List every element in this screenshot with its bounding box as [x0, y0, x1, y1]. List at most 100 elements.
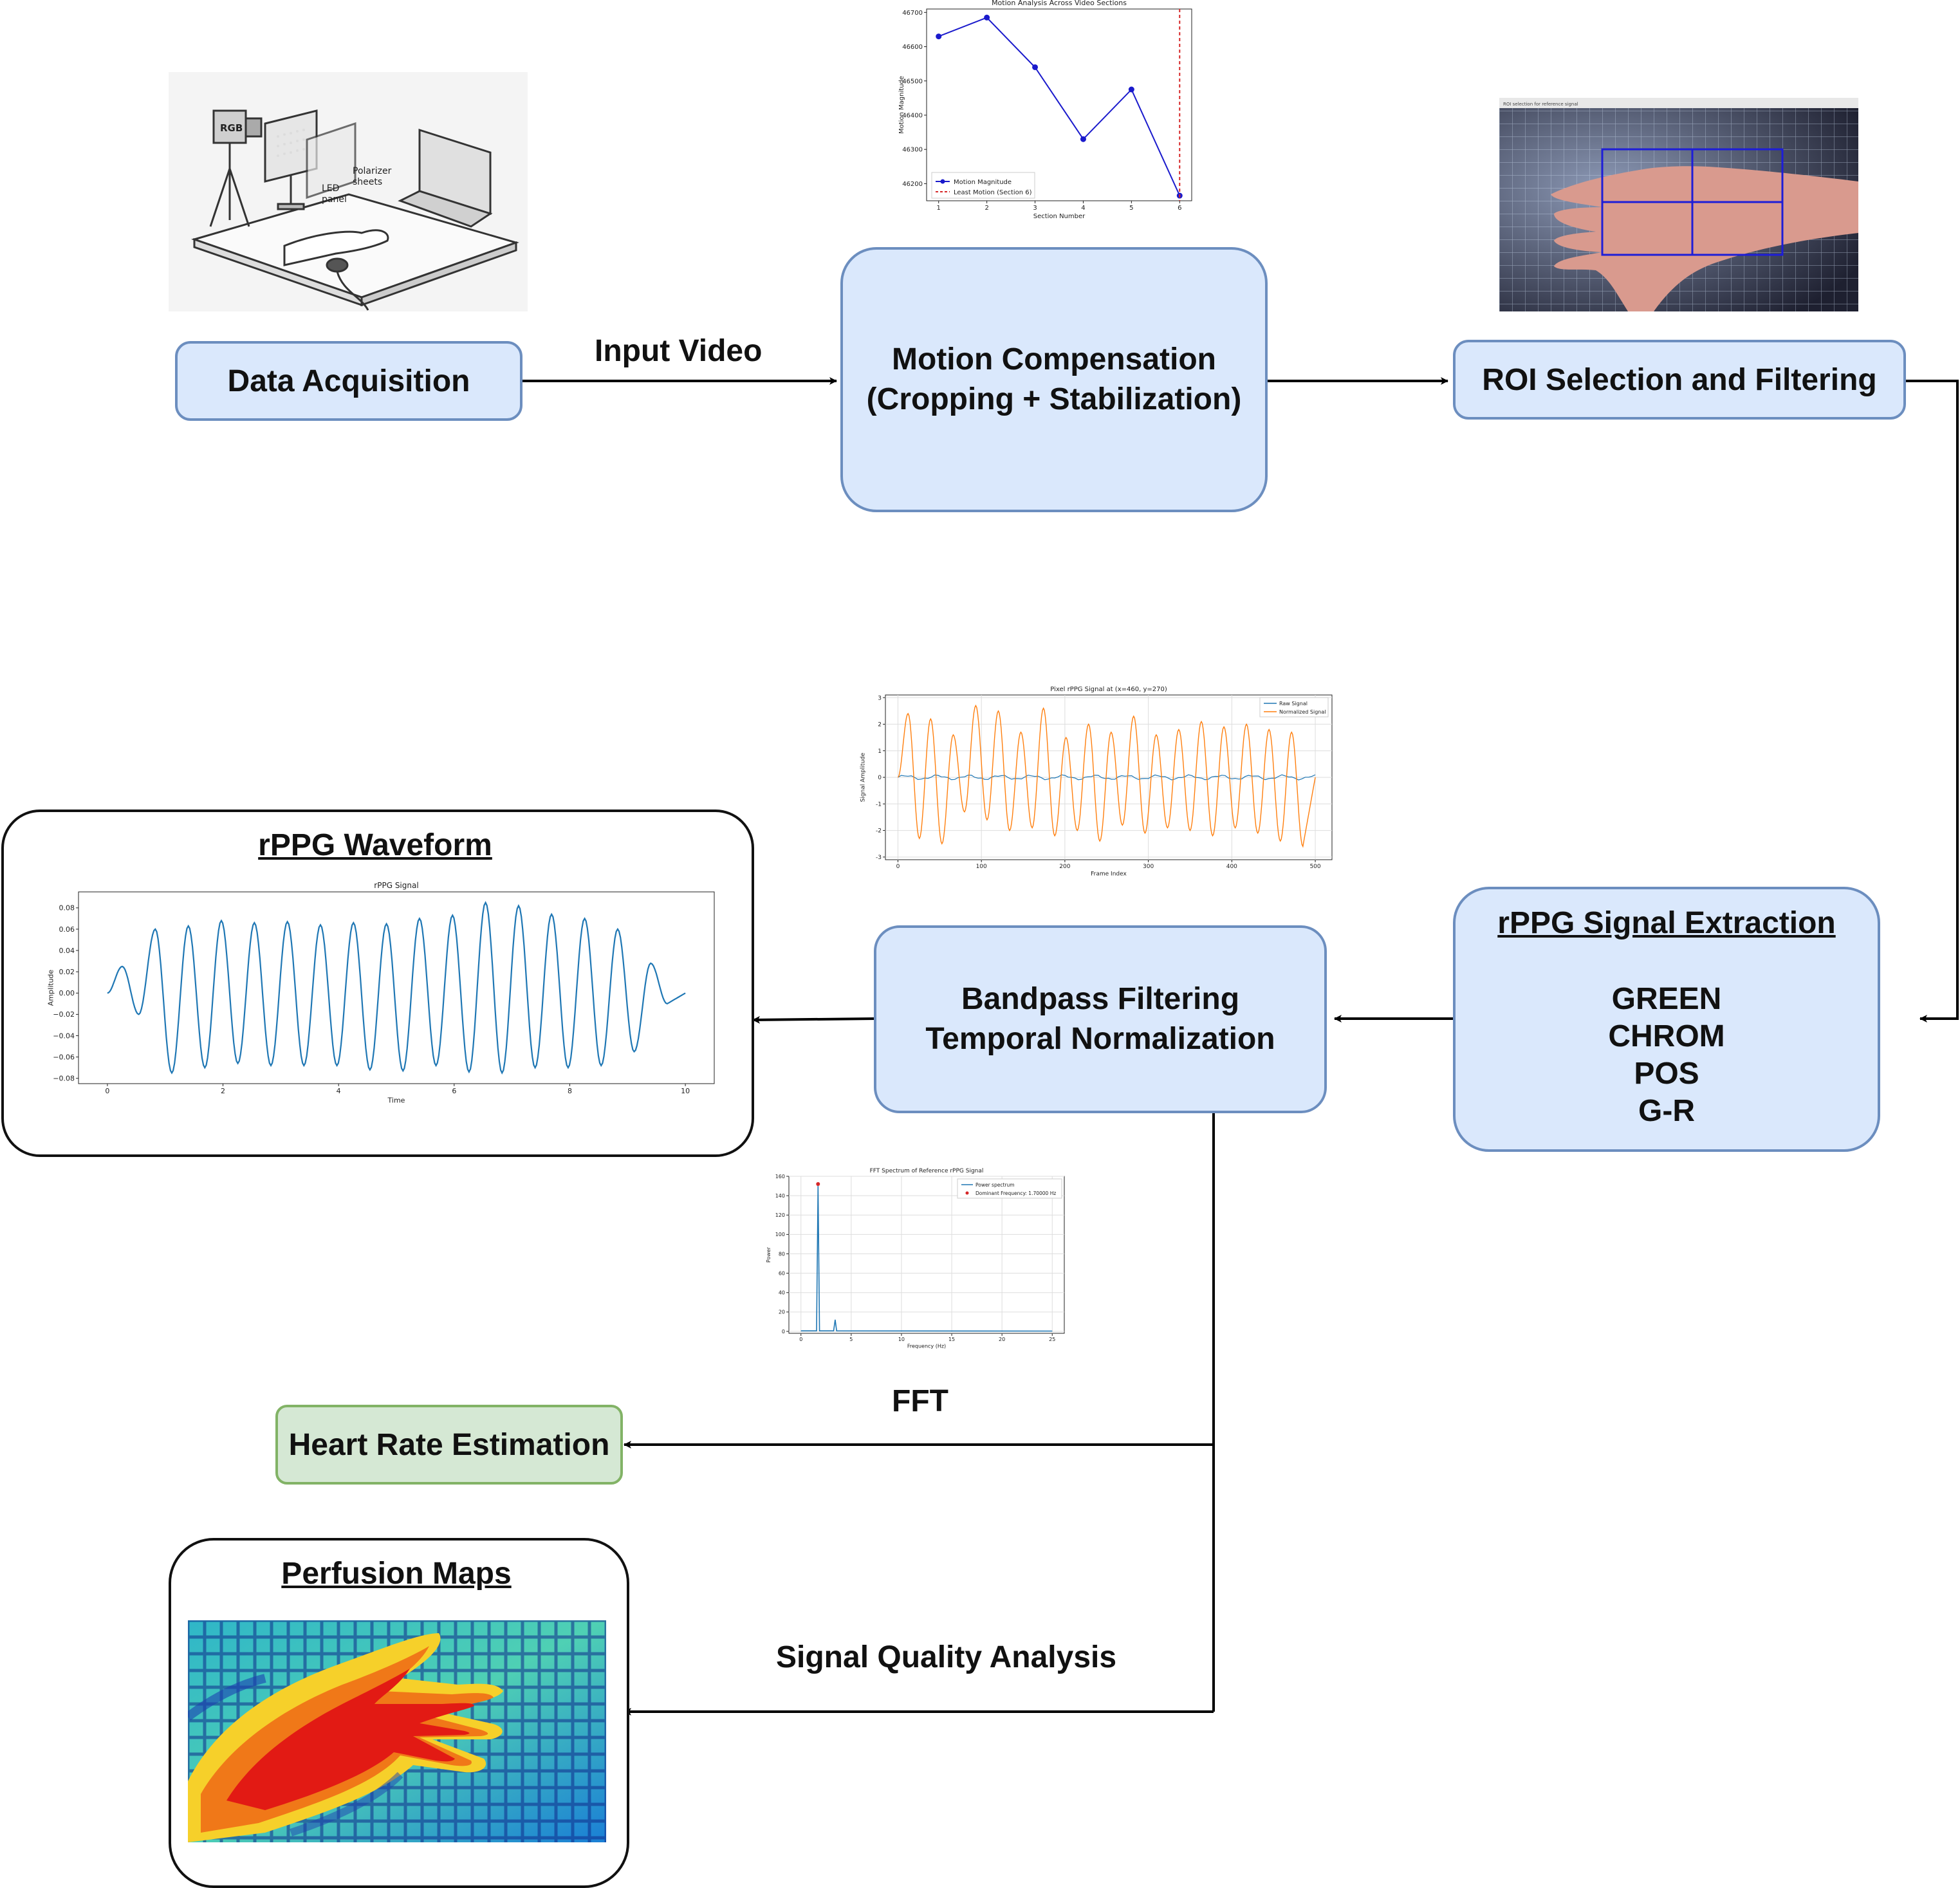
- plot-frame: [926, 8, 1192, 201]
- method-g-r: G-R: [1638, 1094, 1695, 1128]
- edge-label-fft: FFT: [892, 1384, 948, 1418]
- method-green: GREEN: [1611, 982, 1722, 1016]
- x-tick-label: 200: [1059, 864, 1070, 870]
- data-acquisition-node[interactable]: Data Acquisition: [175, 341, 522, 421]
- perfusion-title: Perfusion Maps: [281, 1557, 512, 1591]
- roi-photo: ROI selection for reference signal: [1499, 98, 1858, 311]
- y-tick-label: 1: [878, 748, 882, 755]
- x-tick-label: 10: [681, 1087, 690, 1095]
- bandpass-node[interactable]: Bandpass Filtering Temporal Normalizatio…: [874, 925, 1327, 1113]
- x-tick-label: 5: [1129, 205, 1133, 212]
- motion-point: [984, 14, 990, 21]
- chart-title: Motion Analysis Across Video Sections: [992, 0, 1127, 7]
- x-tick-label: 400: [1226, 864, 1237, 870]
- chart-title: FFT Spectrum of Reference rPPG Signal: [870, 1168, 984, 1174]
- y-tick-label: 0: [782, 1329, 785, 1335]
- y-tick-label: 46300: [902, 147, 923, 154]
- arrow-bandpass-to-waveform: [752, 1015, 876, 1024]
- edge-label-input-video: Input Video: [595, 334, 763, 368]
- y-tick-label: 0: [878, 775, 882, 781]
- y-tick-label: 60: [779, 1270, 785, 1276]
- legend-label-motion: Motion Magnitude: [954, 179, 1012, 186]
- normalized-signal-line: [897, 704, 1316, 848]
- y-tick-label: 0.08: [59, 904, 75, 912]
- x-axis-label: Frequency (Hz): [907, 1343, 946, 1349]
- y-tick-label: 160: [775, 1174, 785, 1180]
- x-tick-label: 0: [896, 864, 900, 870]
- x-tick-label: 3: [1033, 205, 1037, 212]
- x-tick-label: 4: [1081, 205, 1085, 212]
- motion-point: [1080, 136, 1086, 142]
- y-tick-label: −0.08: [53, 1075, 75, 1083]
- legend-box: [931, 172, 1035, 199]
- y-axis-label: Motion Magnitude: [898, 76, 905, 134]
- y-tick-label: 0.04: [59, 947, 75, 955]
- power-spectrum-line: [800, 1186, 1053, 1332]
- y-tick-label: −0.02: [53, 1010, 75, 1019]
- rppg-waveform-line: [107, 901, 686, 1075]
- legend-box: [957, 1178, 1062, 1199]
- x-tick-label: 4: [337, 1087, 341, 1095]
- x-tick-label: 300: [1143, 864, 1154, 870]
- plot-frame: [78, 891, 715, 1084]
- arrow-roi-to-extraction: [1906, 380, 1959, 1023]
- x-tick-label: 2: [985, 205, 988, 212]
- chart-title: Pixel rPPG Signal at (x=460, y=270): [1050, 686, 1167, 693]
- motion-line: [938, 17, 1181, 196]
- y-tick-label: 3: [878, 695, 882, 701]
- camera-label: RGB: [220, 122, 243, 134]
- y-axis-label: Power: [766, 1246, 772, 1263]
- edge-label-signal-quality: Signal Quality Analysis: [776, 1640, 1117, 1674]
- y-tick-label: 46600: [902, 44, 923, 51]
- y-tick-label: 80: [779, 1251, 785, 1257]
- chart-title: rPPG Signal: [374, 881, 418, 890]
- x-tick-label: 25: [1049, 1337, 1055, 1342]
- temporal-normalization-label: Temporal Normalization: [925, 1022, 1275, 1056]
- dominant-frequency-marker: [816, 1182, 820, 1187]
- y-tick-label: 46700: [902, 10, 923, 17]
- y-tick-label: 0.02: [59, 968, 75, 976]
- heart-rate-node[interactable]: Heart Rate Estimation: [275, 1405, 623, 1485]
- x-tick-label: 100: [976, 864, 987, 870]
- y-tick-label: 140: [775, 1193, 785, 1199]
- legend-swatch-marker: [940, 179, 945, 184]
- y-tick-label: 46500: [902, 78, 923, 85]
- motion-compensation-node[interactable]: Motion Compensation (Cropping + Stabiliz…: [840, 247, 1268, 512]
- y-tick-label: -1: [876, 801, 882, 808]
- plot-frame: [788, 1176, 1065, 1334]
- roi-selection-label: ROI Selection and Filtering: [1482, 362, 1877, 397]
- x-tick-label: 500: [1309, 864, 1320, 870]
- y-tick-label: 120: [775, 1212, 785, 1218]
- signal-extraction-node[interactable]: rPPG Signal Extraction GREEN CHROM POS G…: [1453, 887, 1880, 1152]
- x-axis-label: Time: [387, 1096, 405, 1104]
- y-tick-label: 0.06: [59, 925, 75, 934]
- legend-swatch-dominant: [965, 1191, 969, 1195]
- x-tick-label: 2: [221, 1087, 225, 1095]
- y-axis-label: Signal Amplitude: [860, 752, 867, 802]
- y-axis-label: Amplitude: [46, 970, 55, 1006]
- x-tick-label: 20: [999, 1337, 1005, 1342]
- y-tick-label: 46200: [902, 181, 923, 188]
- method-chrom: CHROM: [1608, 1019, 1725, 1053]
- x-tick-label: 15: [948, 1337, 955, 1342]
- x-tick-label: 0: [105, 1087, 109, 1095]
- y-tick-label: 20: [779, 1310, 785, 1315]
- legend-label-dominant: Dominant Frequency: 1.70000 Hz: [975, 1190, 1056, 1196]
- legend-label-power: Power spectrum: [975, 1182, 1015, 1188]
- perfusion-heatmap: [188, 1620, 606, 1842]
- y-tick-label: -3: [876, 855, 882, 861]
- legend-label-raw: Raw Signal: [1279, 701, 1308, 707]
- motion-point: [1032, 64, 1039, 70]
- x-tick-label: 5: [849, 1337, 853, 1342]
- heart-rate-label: Heart Rate Estimation: [288, 1427, 610, 1462]
- data-acquisition-label: Data Acquisition: [227, 364, 470, 398]
- y-tick-label: 0.00: [59, 989, 75, 997]
- x-tick-label: 1: [937, 205, 941, 212]
- signal-extraction-title: rPPG Signal Extraction: [1497, 906, 1836, 940]
- method-pos: POS: [1634, 1057, 1699, 1091]
- legend-label-least: Least Motion (Section 6): [954, 189, 1032, 196]
- roi-selection-node[interactable]: ROI Selection and Filtering: [1453, 340, 1906, 420]
- hand: [283, 229, 389, 266]
